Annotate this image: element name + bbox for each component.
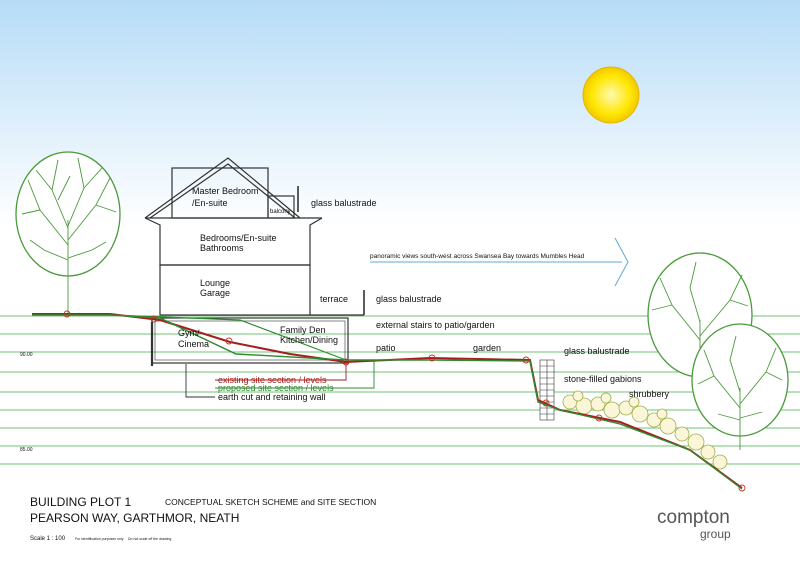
title-scale: Scale 1 : 100 [30, 536, 66, 542]
existing-site-line [32, 313, 743, 489]
level-lines [0, 315, 800, 465]
label-glass-balustrade-terrace: glass balustrade [376, 294, 442, 304]
building [144, 157, 365, 366]
label-glass-balustrade-top: glass balustrade [311, 198, 377, 208]
label-garden: garden [473, 343, 501, 353]
shrubbery-bushes [562, 390, 728, 470]
label-gabions: stone-filled gabions [564, 374, 642, 384]
room-bathrooms: Bathrooms [200, 243, 244, 253]
room-bedrooms: Bedrooms/En-suite [200, 233, 277, 243]
title-subtitle: CONCEPTUAL SKETCH SCHEME and SITE SECTIO… [165, 497, 376, 507]
legend-leaders [185, 360, 375, 398]
sky [0, 0, 800, 225]
view-arrow [370, 237, 629, 287]
legend-retaining: earth cut and retaining wall [218, 392, 326, 402]
legend-existing: existing site section / levels [218, 375, 327, 385]
sun [582, 66, 640, 124]
room-master-ensuite: /En-suite [192, 198, 228, 208]
logo-group: group [700, 527, 731, 541]
label-glass-balustrade-garden: glass balustrade [564, 346, 630, 356]
label-external-stairs: external stairs to patio/garden [376, 320, 495, 330]
room-master-bedroom: Master Bedroom [192, 186, 259, 196]
room-cinema: Cinema [178, 339, 209, 349]
title-line-2: PEARSON WAY, GARTHMOR, NEATH [30, 511, 239, 525]
label-terrace: terrace [320, 294, 348, 304]
label-panoramic-views: panoramic views south-west across Swanse… [370, 253, 585, 260]
label-patio: patio [376, 343, 396, 353]
room-lounge: Lounge [200, 278, 230, 288]
proposed-cut-line [109, 314, 347, 361]
datum-label-90: 90.00 [20, 352, 33, 358]
level-markers [63, 310, 746, 492]
room-gym: Gym/ [178, 328, 200, 338]
legend-proposed: proposed site section / levels [218, 383, 334, 393]
logo-compton: compton [657, 507, 730, 528]
datum-label-85: 85.00 [20, 447, 33, 453]
room-family-den: Family Den [280, 325, 326, 335]
left-tree [15, 151, 121, 315]
title-note-scale: Do not scale off the drawing [128, 537, 171, 541]
room-balcony: balcony [270, 209, 291, 215]
title-note-identification: For identification purposes only [75, 537, 124, 541]
right-tree-front [691, 323, 789, 450]
stone-gabions [539, 359, 555, 421]
room-garage: Garage [200, 288, 230, 298]
title-line-1: BUILDING PLOT 1 [30, 495, 131, 509]
room-kitchen-dining: Kitchen/Dining [280, 335, 338, 345]
label-shrubbery: shrubbery [629, 389, 670, 399]
